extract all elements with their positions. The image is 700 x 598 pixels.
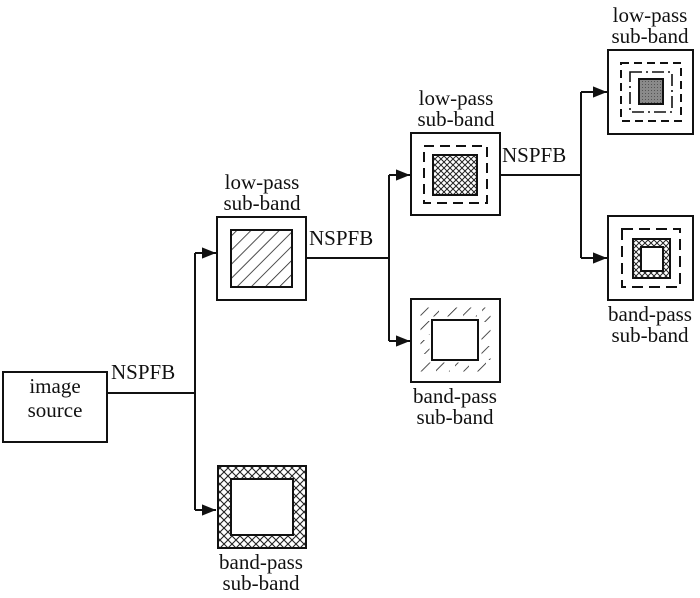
band-pass-label-3-line2: sub-band: [611, 323, 689, 347]
connector-level-3: [500, 86, 607, 264]
nspfb-label-1: NSPFB: [111, 360, 176, 384]
band-pass-label-3-line1: band-pass: [608, 302, 692, 326]
band-pass-label-2-line2: sub-band: [416, 405, 494, 429]
image-source-box: [2, 371, 108, 443]
low-pass-label-2-line1: low-pass: [418, 86, 494, 110]
low-pass-label-2-line2: sub-band: [417, 107, 495, 131]
low-pass-box-3: [607, 49, 694, 135]
band-pass-label-2-line1: band-pass: [413, 384, 497, 408]
low-pass-label-3-line1: low-pass: [612, 3, 688, 27]
band-pass-label-3: band-pass sub-band: [594, 304, 700, 346]
low-pass-box-1: [216, 216, 307, 301]
low-pass-label-1-line1: low-pass: [224, 170, 300, 194]
low-pass-label-3-line2: sub-band: [611, 24, 689, 48]
nspfb-label-3: NSPFB: [502, 143, 567, 167]
band-pass-label-1-line1: band-pass: [219, 550, 303, 574]
band-pass-label-1: band-pass sub-band: [205, 552, 317, 594]
band-pass-label-2: band-pass sub-band: [399, 386, 511, 428]
band-pass-box-1: [217, 465, 307, 549]
low-pass-label-2: low-pass sub-band: [406, 88, 506, 130]
low-pass-label-1: low-pass sub-band: [212, 172, 312, 214]
nspfb-label-2: NSPFB: [309, 226, 374, 250]
image-source-line1: image: [29, 374, 81, 398]
band-pass-box-3: [607, 215, 694, 301]
low-pass-box-2: [410, 132, 501, 216]
low-pass-label-3: low-pass sub-band: [600, 5, 700, 47]
image-source-line2: source: [27, 398, 83, 422]
band-pass-label-1-line2: sub-band: [222, 571, 300, 595]
band-pass-box-2: [410, 298, 501, 383]
image-source-label: image source: [3, 376, 107, 421]
low-pass-label-1-line2: sub-band: [223, 191, 301, 215]
connector-level-2: [306, 169, 410, 347]
connector-level-1: [107, 247, 216, 516]
